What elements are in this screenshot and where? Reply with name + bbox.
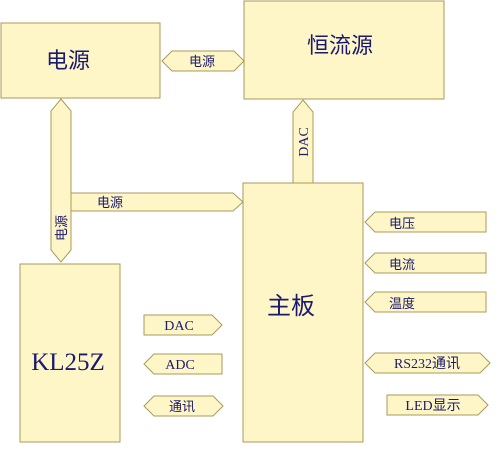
mcu-adc-arrow-label: ADC [165,358,195,373]
voltage-arrow: 电压 [364,211,487,233]
voltage-arrow-label: 电压 [389,217,415,232]
current-arrow-label: 电流 [389,258,415,273]
constant-current-block-label: 恒流源 [307,34,373,59]
rs232-arrow: RS232通讯 [364,352,491,374]
main-board-block-label: 主板 [267,292,315,320]
temperature-arrow-label: 温度 [389,296,415,312]
dac-vertical-arrow-label: DAC [297,127,312,157]
mcu-comm-arrow: 通讯 [143,395,224,417]
mcu-block-label: KL25Z [31,349,105,376]
mcu-dac-arrow: DAC [143,314,223,336]
power-to-cc-arrow: 电源 [161,50,245,72]
power-vertical-arrow-label: 电源 [55,215,70,241]
mcu-dac-arrow-label: DAC [164,319,194,334]
current-arrow: 电流 [364,252,487,274]
led-arrow: LED显示 [386,394,489,416]
power-to-main-arrow: 电源 [70,192,244,212]
constant-current-block: 恒流源 [243,0,445,100]
rs232-arrow-label: RS232通讯 [394,356,460,372]
power-block: 电源 [0,22,161,99]
power-vertical-arrow: 电源 [50,98,72,263]
power-to-cc-arrow-label: 电源 [189,55,215,70]
mcu-adc-arrow: ADC [143,353,223,375]
main-board-block: 主板 [242,182,364,443]
mcu-block: KL25Z [19,263,121,443]
temperature-arrow: 温度 [364,291,487,313]
power-to-main-arrow-label: 电源 [97,196,123,211]
mcu-comm-arrow-label: 通讯 [169,400,195,415]
dac-vertical-arrow: DAC [292,99,314,184]
led-arrow-label: LED显示 [405,399,460,414]
power-block-label: 电源 [46,49,90,74]
